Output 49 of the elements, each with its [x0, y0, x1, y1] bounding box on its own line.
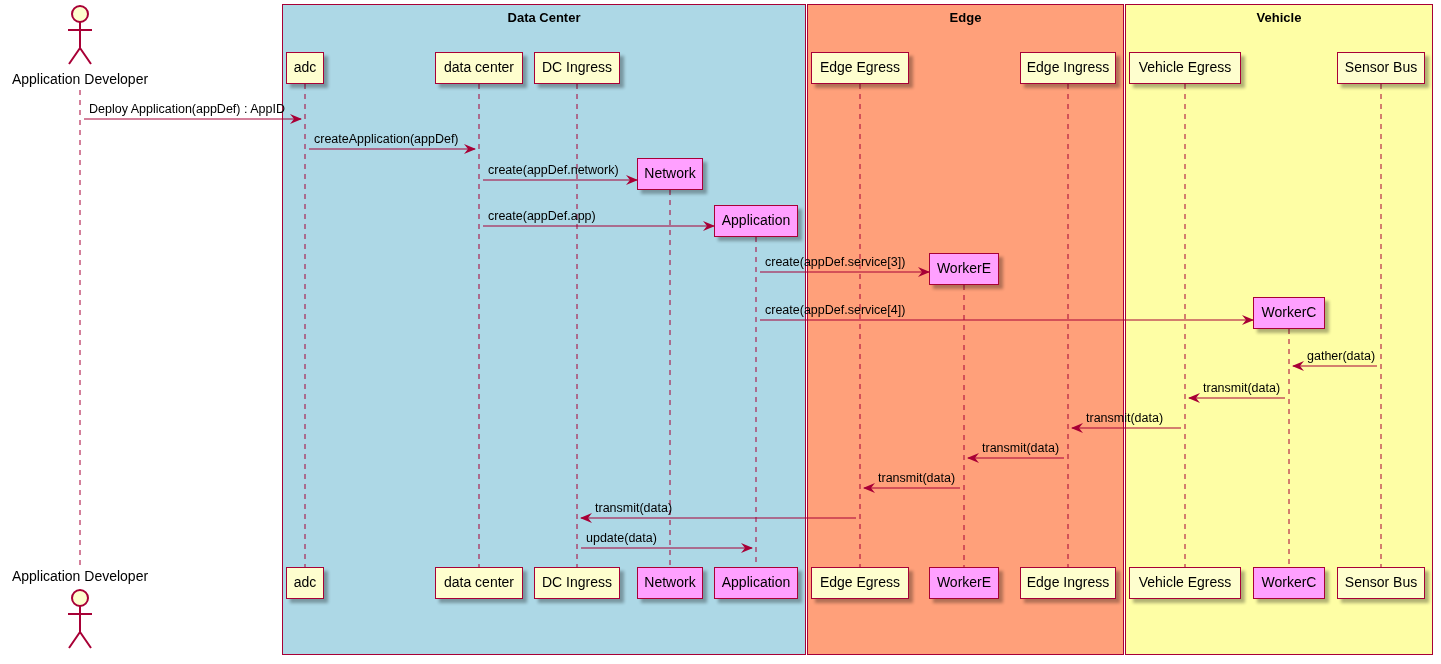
participant-box: data center [435, 52, 523, 84]
participant-box: Edge Ingress [1020, 52, 1116, 84]
participant-box: Vehicle Egress [1129, 567, 1241, 599]
message-arrow [759, 267, 930, 277]
message-arrow [863, 483, 961, 493]
message-arrow [1292, 361, 1378, 371]
actor-name: Application Developer [10, 568, 150, 584]
created-participant-box: WorkerE [929, 253, 999, 285]
message-label: transmit(data) [982, 441, 1060, 455]
created-participant-box: Network [637, 567, 703, 599]
message-arrow [580, 513, 857, 523]
participant-box: Sensor Bus [1337, 52, 1425, 84]
participant-box: DC Ingress [534, 52, 620, 84]
participant-box: adc [286, 52, 324, 84]
message-arrow [308, 144, 476, 154]
actor-name: Application Developer [10, 71, 150, 87]
message-arrow [580, 543, 753, 553]
participant-box: Edge Egress [811, 52, 909, 84]
message-label: transmit(data) [1203, 381, 1281, 395]
message-arrow [482, 221, 715, 231]
created-participant-box: WorkerC [1253, 567, 1325, 599]
created-participant-box: Application [714, 205, 798, 237]
message-arrow [759, 315, 1254, 325]
group-title: Edge [949, 10, 982, 25]
participant-box: DC Ingress [534, 567, 620, 599]
participant-box: Edge Ingress [1020, 567, 1116, 599]
message-arrow [83, 114, 302, 124]
participant-box: data center [435, 567, 523, 599]
created-participant-box: Network [637, 158, 703, 190]
message-label: gather(data) [1307, 349, 1376, 363]
message-label: create(appDef.app) [488, 209, 596, 223]
group-title: Data Center [507, 10, 581, 25]
message-label: transmit(data) [878, 471, 956, 485]
message-label: transmit(data) [595, 501, 673, 515]
participant-box: Vehicle Egress [1129, 52, 1241, 84]
group-title: Vehicle [1256, 10, 1302, 25]
message-arrow [1071, 423, 1182, 433]
message-label: create(appDef.network) [488, 163, 619, 177]
created-participant-box: WorkerE [929, 567, 999, 599]
message-label: createApplication(appDef) [314, 132, 459, 146]
participant-box: Sensor Bus [1337, 567, 1425, 599]
message-label: update(data) [586, 531, 657, 545]
message-arrow [482, 175, 638, 185]
participant-box: Edge Egress [811, 567, 909, 599]
created-participant-box: WorkerC [1253, 297, 1325, 329]
message-arrow [967, 453, 1065, 463]
participant-box: adc [286, 567, 324, 599]
created-participant-box: Application [714, 567, 798, 599]
message-arrow [1188, 393, 1286, 403]
